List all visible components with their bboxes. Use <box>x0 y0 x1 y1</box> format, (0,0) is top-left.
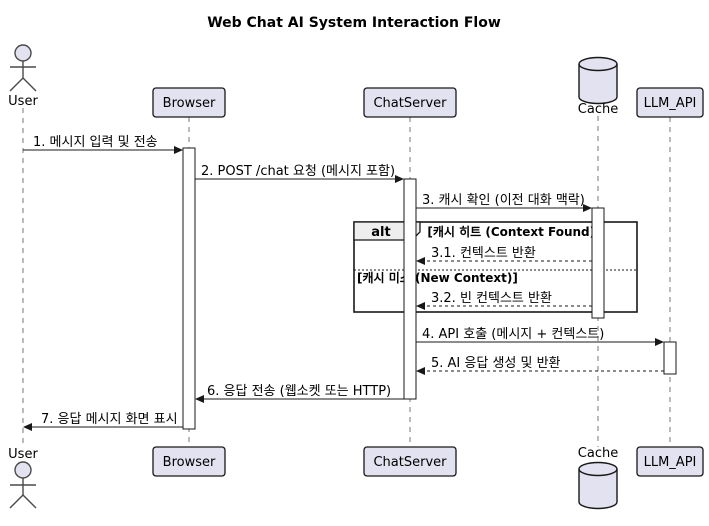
alt-fragment: alt [캐시 히트 (Context Found)] [캐시 미스 (New … <box>353 221 638 313</box>
participant-llm-api-label-bottom: LLM_API <box>644 455 697 470</box>
arrowhead-left-icon <box>195 395 204 403</box>
participant-browser-bottom: Browser <box>152 446 226 477</box>
participant-llm-api-label-top: LLM_API <box>644 96 697 111</box>
activation-chatserver <box>403 178 417 400</box>
database-cylinder-icon <box>578 461 618 510</box>
participant-browser-top: Browser <box>152 87 226 118</box>
activation-browser <box>182 147 196 430</box>
actor-user-label-bottom: User <box>8 447 38 462</box>
actor-user-label-top: User <box>8 94 38 109</box>
message-2-label: 2. POST /chat 요청 (메시지 포함) <box>201 164 395 179</box>
message-3: 3. 캐시 확인 (이전 대화 맥락) <box>416 193 592 212</box>
message-3-2: 3.2. 빈 컨텍스트 반환 <box>416 291 592 310</box>
participant-chatserver-bottom: ChatServer <box>363 446 457 477</box>
participant-llm-api-top: LLM_API <box>636 87 704 118</box>
alt-guard-cache-miss: [캐시 미스 (New Context)] <box>357 270 518 285</box>
participant-llm-api-bottom: LLM_API <box>636 446 704 477</box>
arrowhead-right-icon <box>583 204 592 212</box>
arrowhead-right-icon <box>655 338 664 346</box>
message-5-label: 5. AI 응답 생성 및 반환 <box>431 356 561 371</box>
message-4-label: 4. API 호출 (메시지 + 컨텍스트) <box>422 327 604 342</box>
message-5: 5. AI 응답 생성 및 반환 <box>416 356 664 375</box>
actor-user-bottom: User <box>8 447 38 509</box>
message-4: 4. API 호출 (메시지 + 컨텍스트) <box>416 327 664 346</box>
participant-chatserver-label-top: ChatServer <box>373 96 447 111</box>
participant-cache-label-bottom: Cache <box>578 446 618 461</box>
message-3-1: 3.1. 컨텍스트 반환 <box>416 246 592 265</box>
activation-cache <box>591 207 605 319</box>
alt-operator-label: alt <box>371 225 390 240</box>
participant-cache-top: Cache <box>578 56 618 117</box>
actor-user-head-icon <box>14 461 32 479</box>
database-cylinder-icon <box>578 56 618 105</box>
diagram-title: Web Chat AI System Interaction Flow <box>207 15 501 31</box>
arrowhead-right-icon <box>395 175 404 183</box>
participant-cache-label-top: Cache <box>578 102 618 117</box>
participant-chatserver-label-bottom: ChatServer <box>373 455 447 470</box>
message-6: 6. 응답 전송 (웹소켓 또는 HTTP) <box>195 384 404 403</box>
message-3-2-label: 3.2. 빈 컨텍스트 반환 <box>431 291 552 306</box>
arrowhead-right-icon <box>174 146 183 154</box>
arrowhead-left-icon <box>416 257 425 265</box>
message-7-label: 7. 응답 메시지 화면 표시 <box>41 412 178 427</box>
message-1: 1. 메시지 입력 및 전송 <box>23 135 183 154</box>
activation-llm-api <box>663 341 677 375</box>
message-7: 7. 응답 메시지 화면 표시 <box>23 412 183 431</box>
message-3-1-label: 3.1. 컨텍스트 반환 <box>431 246 536 261</box>
arrowhead-left-icon <box>416 302 425 310</box>
arrowhead-left-icon <box>416 367 425 375</box>
participant-chatserver-top: ChatServer <box>363 87 457 118</box>
actor-user-head-icon <box>14 44 32 62</box>
alt-guard-cache-hit: [캐시 히트 (Context Found)] <box>427 224 600 239</box>
message-3-label: 3. 캐시 확인 (이전 대화 맥락) <box>422 193 585 208</box>
participant-cache-bottom: Cache <box>578 446 618 510</box>
participant-browser-label-bottom: Browser <box>163 455 216 470</box>
message-6-label: 6. 응답 전송 (웹소켓 또는 HTTP) <box>207 384 391 399</box>
message-1-label: 1. 메시지 입력 및 전송 <box>33 135 158 150</box>
message-2: 2. POST /chat 요청 (메시지 포함) <box>195 164 404 183</box>
participant-browser-label-top: Browser <box>163 96 216 111</box>
actor-user-top: User <box>8 44 38 109</box>
arrowhead-left-icon <box>23 423 32 431</box>
